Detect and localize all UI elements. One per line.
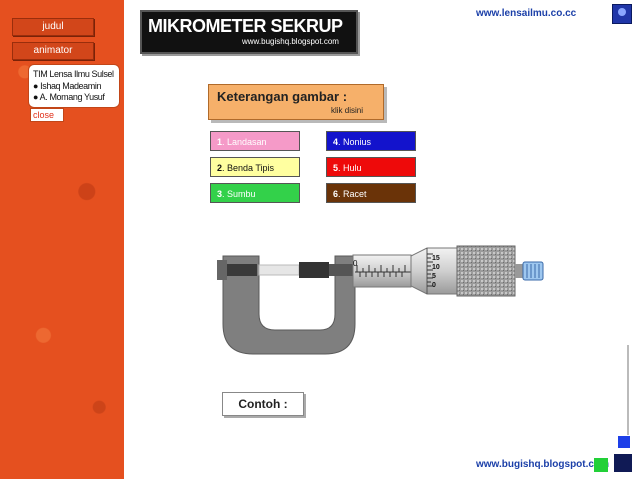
part-label: . Hulu [338, 163, 362, 173]
part-sumbu-button[interactable]: 3. Sumbu [210, 183, 300, 203]
sleeve-zero-label: 0 [353, 259, 358, 268]
part-label: . Nonius [338, 137, 372, 147]
contoh-button[interactable]: Contoh : [222, 392, 304, 416]
part-number: 1 [217, 137, 223, 147]
team-member: ● A. Momang Yusuf [33, 92, 105, 102]
divider-line [627, 345, 629, 435]
part-label: . Benda Tipis [222, 163, 275, 173]
thimble-label: 5 [432, 273, 436, 280]
benda-tipis-shape [258, 264, 300, 276]
part-landasan-button[interactable]: 1. Landasan [210, 131, 300, 151]
sleeve-ticks [356, 265, 406, 277]
judul-button[interactable]: judul [12, 18, 94, 36]
site-url-bottom[interactable]: www.bugishq.blogspot.com [476, 459, 609, 470]
thimble-label: 0 [432, 282, 436, 289]
thimble-label: 15 [432, 255, 440, 262]
ratchet-shape [522, 261, 544, 281]
logo-icon[interactable] [612, 4, 632, 24]
part-racet-button[interactable]: 6. Racet [326, 183, 416, 203]
frame-shape [222, 255, 356, 355]
sidebar: judul animator TIM Lensa Ilmu Sulsel ● I… [0, 0, 124, 479]
site-url-top[interactable]: www.lensailmu.co.cc [476, 8, 577, 19]
sleeve-shape [352, 254, 412, 288]
blog-url: www.bugishq.blogspot.com [242, 37, 339, 46]
close-button[interactable]: close [30, 108, 64, 122]
part-number: 3 [217, 189, 223, 199]
contoh-suffix: : [280, 397, 288, 411]
part-benda-tipis-button[interactable]: 2. Benda Tipis [210, 157, 300, 177]
keterangan-title: Keterangan gambar : [217, 89, 348, 104]
part-label: . Landasan [222, 137, 267, 147]
part-label: . Racet [338, 189, 367, 199]
part-number: 5 [333, 163, 339, 173]
part-label: . Sumbu [222, 189, 256, 199]
thimble-ticks [427, 253, 433, 287]
nav-square-button[interactable] [618, 436, 630, 448]
keterangan-panel: Keterangan gambar : klik disini [208, 84, 384, 120]
next-button[interactable] [594, 458, 608, 472]
anvil-shape [217, 260, 227, 280]
knurled-grip-shape [456, 245, 516, 297]
thimble-label: 10 [432, 264, 440, 271]
part-number: 6 [333, 189, 339, 199]
part-nonius-button[interactable]: 4. Nonius [326, 131, 416, 151]
keterangan-link[interactable]: klik disini [331, 106, 364, 115]
part-number: 4 [333, 137, 339, 147]
home-button[interactable] [614, 454, 632, 472]
team-info-panel: TIM Lensa Ilmu Sulsel ● Ishaq Madeamin ●… [28, 64, 120, 108]
page-title-banner: MIKROMETER SEKRUP www.bugishq.blogspot.c… [140, 10, 358, 54]
animator-button[interactable]: animator [12, 42, 94, 60]
contoh-label: Contoh [238, 397, 281, 411]
part-number: 2 [217, 163, 223, 173]
spindle-shape [299, 262, 329, 278]
team-name: TIM Lensa Ilmu Sulsel [33, 69, 114, 79]
team-member: ● Ishaq Madeamin [33, 80, 102, 91]
page-title: MIKROMETER SEKRUP [148, 16, 343, 36]
micrometer-illustration: 0 15 10 5 0 [217, 245, 544, 355]
part-hulu-button[interactable]: 5. Hulu [326, 157, 416, 177]
